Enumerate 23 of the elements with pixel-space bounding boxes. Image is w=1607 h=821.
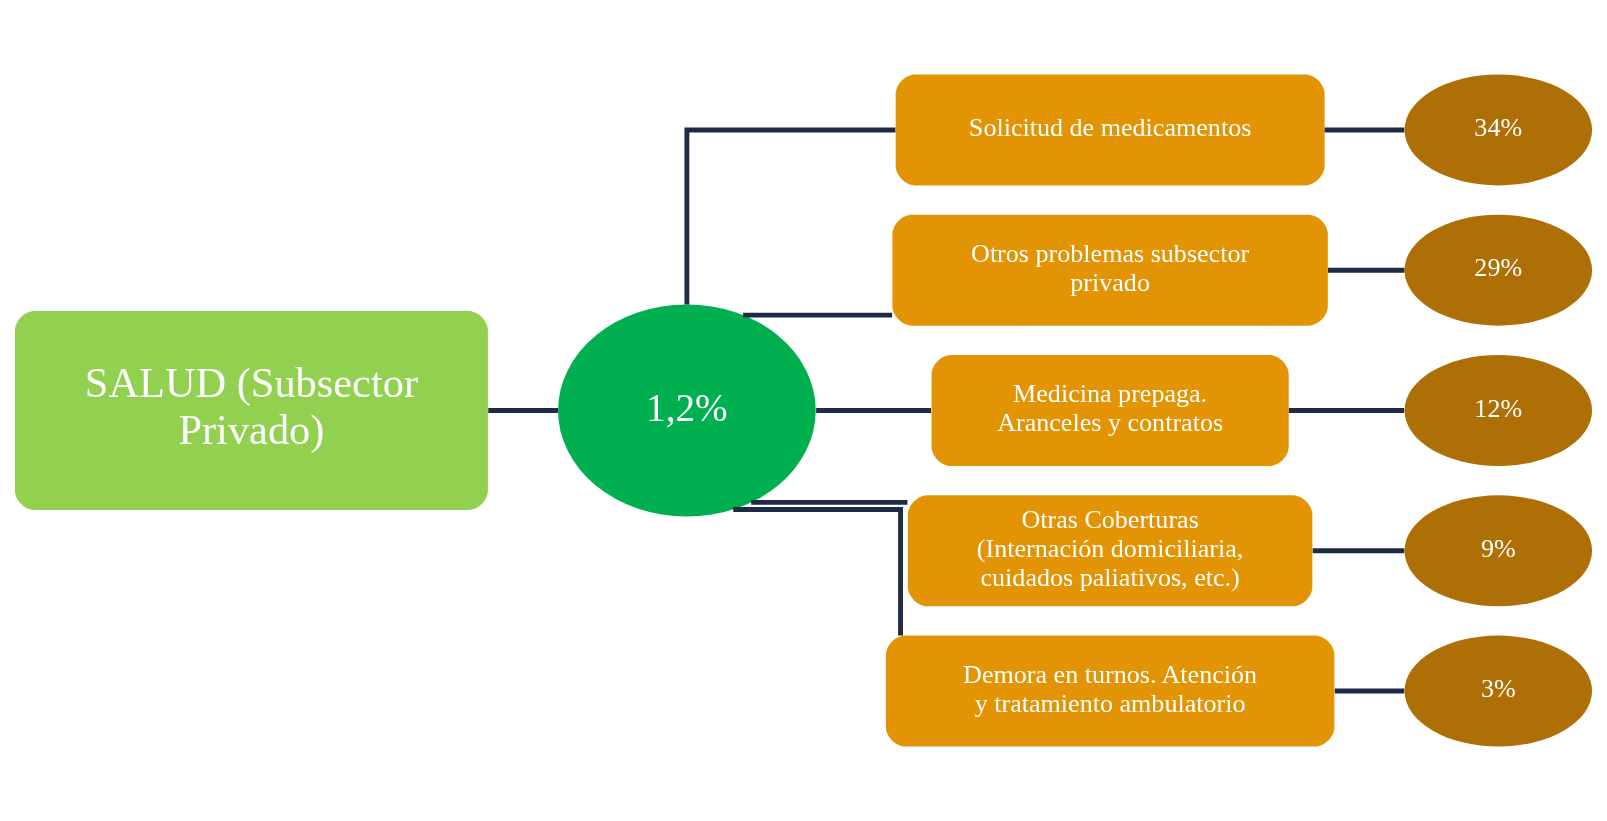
node-box: Demora en turnos. Atención y tratamiento ambulatorio (885, 635, 1335, 747)
node-ellipse: 3% (1404, 635, 1593, 747)
connector (488, 408, 558, 413)
node-ellipse: 34% (1404, 74, 1593, 186)
connector (743, 312, 893, 318)
node-box: Otras Coberturas (Internación domiciliaria, cuidados paliativos, etc.) (907, 495, 1313, 607)
connector (1312, 548, 1405, 554)
node-ellipse: 9% (1404, 495, 1593, 607)
connector (1328, 267, 1405, 273)
node-ellipse: 29% (1404, 214, 1593, 326)
node-box: Medicina prepaga. Aranceles y contratos (931, 355, 1289, 466)
connector (733, 507, 903, 636)
node-ellipse: 12% (1404, 355, 1593, 466)
connector (816, 408, 931, 413)
connector (1324, 127, 1405, 133)
node-box: Otros problemas subsector privado (892, 214, 1328, 326)
node-box: Solicitud de medicamentos (895, 74, 1325, 186)
connector (1334, 688, 1405, 694)
connector (1288, 408, 1405, 413)
connector (684, 127, 896, 305)
connector (751, 499, 908, 505)
node-ellipse: 1,2% (558, 304, 816, 517)
node-box: SALUD (Subsector Privado) (14, 311, 488, 510)
